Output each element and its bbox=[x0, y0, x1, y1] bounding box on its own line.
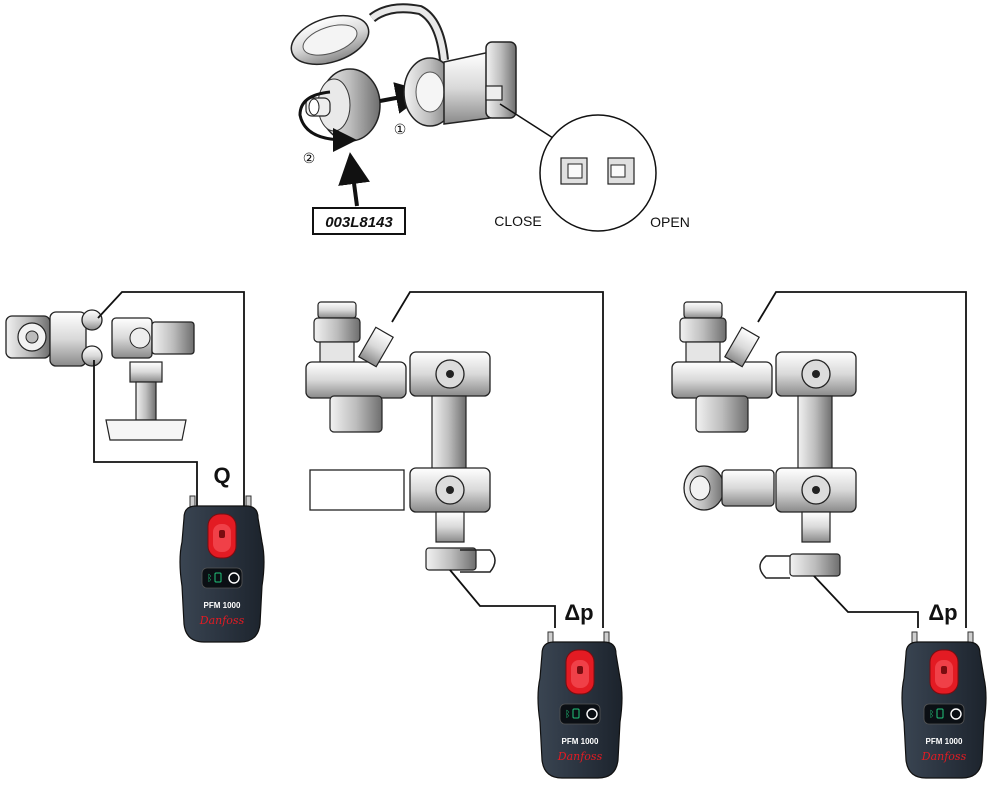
panel-flow: Q ᛒ PFM 1000 Danfoss bbox=[5, 291, 265, 643]
bluetooth-icon: ᛒ bbox=[207, 573, 212, 584]
step-2-label: ② bbox=[303, 150, 316, 166]
callout-leader bbox=[499, 103, 554, 139]
part-arrow bbox=[338, 152, 370, 207]
panel-dp-a: Δp ᛒ PFM 1000 Danfoss bbox=[305, 291, 623, 779]
power-icon[interactable] bbox=[950, 708, 962, 720]
valve-position-detail bbox=[539, 114, 657, 232]
measure-label-flow: Q bbox=[213, 463, 230, 488]
device-brand-dp-a: Danfoss bbox=[557, 750, 603, 763]
power-icon[interactable] bbox=[586, 708, 598, 720]
measure-label-dp-a: Δp bbox=[564, 600, 593, 625]
rotate-arrow-icon bbox=[298, 90, 357, 152]
flow-tube-1 bbox=[97, 291, 245, 506]
measure-label-dp-b: Δp bbox=[928, 600, 957, 625]
knurled-knob bbox=[305, 68, 381, 142]
close-label: CLOSE bbox=[494, 213, 541, 229]
device-model-dp-a: PFM 1000 bbox=[562, 737, 599, 746]
open-label: OPEN bbox=[650, 214, 690, 230]
device-brand-dp-b: Danfoss bbox=[921, 750, 967, 763]
pfm-device-dp-b: ᛒ PFM 1000 Danfoss bbox=[901, 631, 987, 779]
flow-tube-2 bbox=[93, 360, 198, 506]
pfm-device-flow: ᛒ PFM 1000 Danfoss bbox=[179, 495, 265, 643]
dp-a-valve-assembly bbox=[305, 301, 496, 573]
open-position-icon bbox=[607, 157, 635, 185]
dp-b-tube-1 bbox=[757, 291, 967, 628]
dp-a-tube-2 bbox=[449, 569, 556, 628]
part-number: 003L8143 bbox=[325, 214, 393, 231]
battery-icon bbox=[936, 708, 944, 719]
bluetooth-icon: ᛒ bbox=[929, 709, 934, 720]
battery-icon bbox=[214, 572, 222, 583]
part-number-box bbox=[312, 207, 406, 235]
step-1-label: ① bbox=[394, 121, 407, 137]
ball-valve-body bbox=[403, 41, 517, 127]
dp-b-tube-2 bbox=[813, 575, 919, 628]
device-model-flow: PFM 1000 bbox=[204, 601, 241, 610]
pfm-device-dp-a: ᛒ PFM 1000 Danfoss bbox=[537, 631, 623, 779]
device-brand-flow: Danfoss bbox=[199, 614, 245, 627]
device-model-dp-b: PFM 1000 bbox=[926, 737, 963, 746]
close-position-icon bbox=[560, 157, 588, 185]
panel-dp-b: Δp ᛒ PFM 1000 Danfoss bbox=[671, 291, 987, 779]
bluetooth-icon: ᛒ bbox=[565, 709, 570, 720]
battery-icon bbox=[572, 708, 580, 719]
dp-a-tube-1 bbox=[391, 291, 604, 628]
flow-valve-assembly bbox=[5, 309, 195, 441]
cap-strap bbox=[290, 3, 449, 66]
dp-b-valve-assembly bbox=[671, 301, 857, 579]
top-valve-illustration: CLOSE OPEN ① ② 003L8143 bbox=[290, 3, 690, 235]
power-icon[interactable] bbox=[228, 572, 240, 584]
